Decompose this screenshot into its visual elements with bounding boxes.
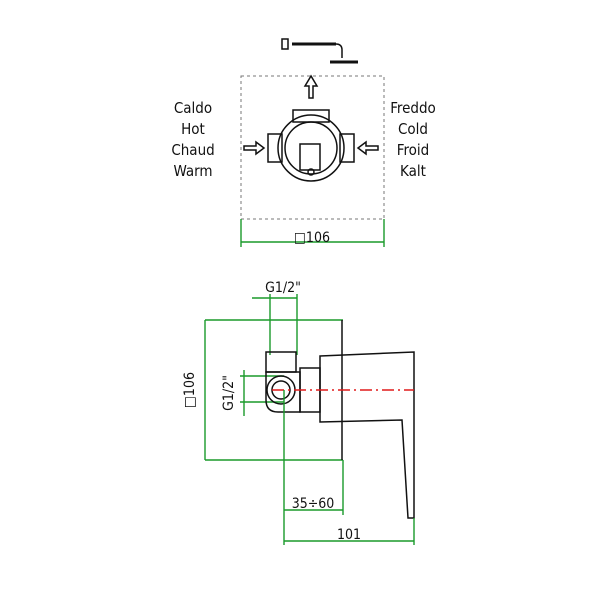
- cold-label-de: Kalt: [400, 162, 426, 180]
- hot-labels: Caldo Hot Chaud Warm: [171, 99, 214, 180]
- top-width-label: □106: [294, 230, 330, 246]
- hot-label-fr: Chaud: [171, 141, 214, 159]
- depth-dimension: 35÷60 101: [283, 390, 415, 545]
- hot-label-de: Warm: [173, 162, 212, 180]
- outlet-arrow-icon: [303, 74, 319, 99]
- cold-labels: Freddo Cold Froid Kalt: [390, 99, 436, 180]
- thread-side-dimension: G1/2": [221, 370, 284, 416]
- cold-inlet-arrow-icon: [356, 140, 379, 156]
- thread-side-label: G1/2": [221, 375, 237, 411]
- wall-box-outline: [240, 75, 385, 220]
- top-view: Caldo Hot Chaud Warm Freddo Cold Froid K…: [171, 38, 436, 247]
- cold-label-it: Freddo: [390, 99, 436, 117]
- hot-inlet-arrow-icon: [243, 140, 266, 156]
- side-view: G1/2" □106 G1/2": [182, 280, 415, 545]
- thread-top-dimension: G1/2": [252, 280, 301, 355]
- depth-range-label: 35÷60: [292, 496, 335, 512]
- shower-head-icon: [281, 38, 358, 64]
- height-label: □106: [182, 372, 198, 408]
- cold-label-fr: Froid: [397, 141, 429, 159]
- cold-label-en: Cold: [398, 120, 428, 138]
- total-depth-label: 101: [337, 527, 361, 543]
- height-dimension: □106: [182, 319, 343, 461]
- thread-top-label: G1/2": [265, 280, 301, 296]
- hot-label-it: Caldo: [174, 99, 212, 117]
- hot-label-en: Hot: [181, 120, 205, 138]
- mixer-handle: [319, 351, 415, 519]
- valve-body: [267, 109, 355, 182]
- top-width-dimension: □106: [240, 219, 385, 247]
